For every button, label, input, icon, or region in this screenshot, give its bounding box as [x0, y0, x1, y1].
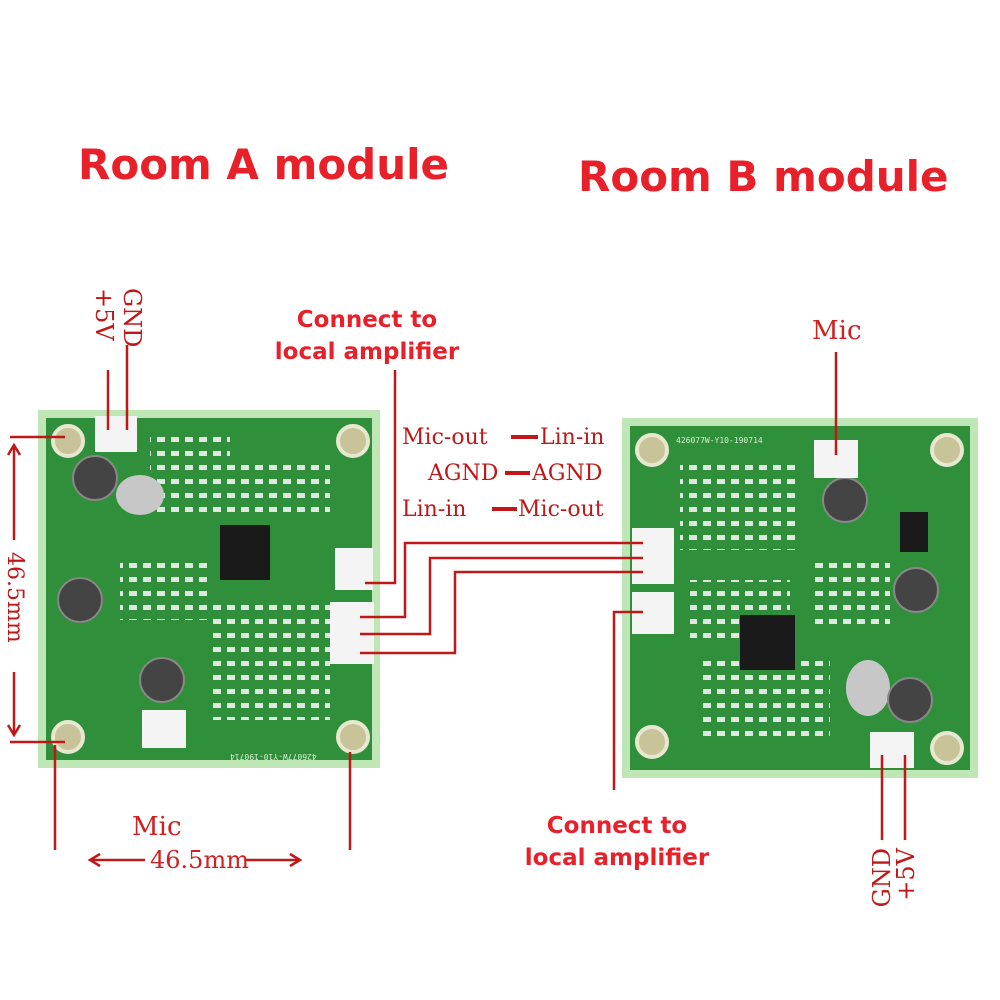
capacitor	[139, 657, 185, 703]
callout-line: local amplifier	[274, 339, 460, 365]
room-a-amp-callout: Connect to local amplifier	[262, 304, 472, 368]
wire-row1-right: Lin-in	[540, 425, 605, 450]
link-connector-b	[632, 528, 674, 584]
callout-line: Connect to	[296, 307, 438, 333]
room-b-5v-label: +5V	[892, 848, 920, 901]
capacitor	[893, 567, 939, 613]
mount-hole	[635, 725, 669, 759]
mount-hole	[930, 433, 964, 467]
room-b-board-id: 426077W-Y10-190714	[676, 436, 763, 445]
room-a-board-id: 426077W-Y10-190714	[230, 752, 317, 761]
wires	[6, 345, 907, 868]
room-a-title: Room A module	[78, 140, 450, 189]
room-a-dim-horizontal: 46.5mm	[150, 846, 249, 874]
mount-hole	[51, 424, 85, 458]
wire-row3-right: Mic-out	[518, 497, 604, 522]
capacitor	[887, 677, 933, 723]
dsp-chip	[220, 525, 270, 580]
dsp-chip	[740, 615, 795, 670]
crystal	[116, 475, 164, 515]
mount-hole	[336, 720, 370, 754]
power-connector-a	[95, 416, 137, 452]
room-b-amp-callout: Connect to local amplifier	[512, 810, 722, 874]
mount-hole	[635, 433, 669, 467]
capacitor	[57, 577, 103, 623]
regulator	[900, 512, 928, 552]
room-a-board	[38, 410, 380, 768]
wire-row1-left: Mic-out	[402, 425, 488, 450]
mount-hole	[51, 720, 85, 754]
room-a-5v-label: +5V	[90, 288, 118, 341]
callout-line: Connect to	[546, 813, 688, 839]
wire-row2-left: AGND	[428, 461, 499, 486]
room-b-mic-label: Mic	[812, 316, 862, 346]
mount-hole	[930, 731, 964, 765]
wire-row3-left: Lin-in	[402, 497, 467, 522]
room-b-title: Room B module	[578, 152, 949, 201]
wire-row2-right: AGND	[532, 461, 603, 486]
power-connector-b	[870, 732, 914, 768]
room-a-mic-label: Mic	[132, 812, 182, 842]
mount-hole	[336, 424, 370, 458]
capacitor	[822, 477, 868, 523]
capacitor	[72, 455, 118, 501]
crystal	[846, 660, 890, 716]
callout-line: local amplifier	[524, 845, 710, 871]
room-a-dim-vertical: 46.5mm	[2, 552, 27, 643]
mic-connector-a	[142, 710, 186, 748]
room-b-board	[622, 418, 978, 778]
room-a-gnd-label: GND	[118, 288, 146, 348]
